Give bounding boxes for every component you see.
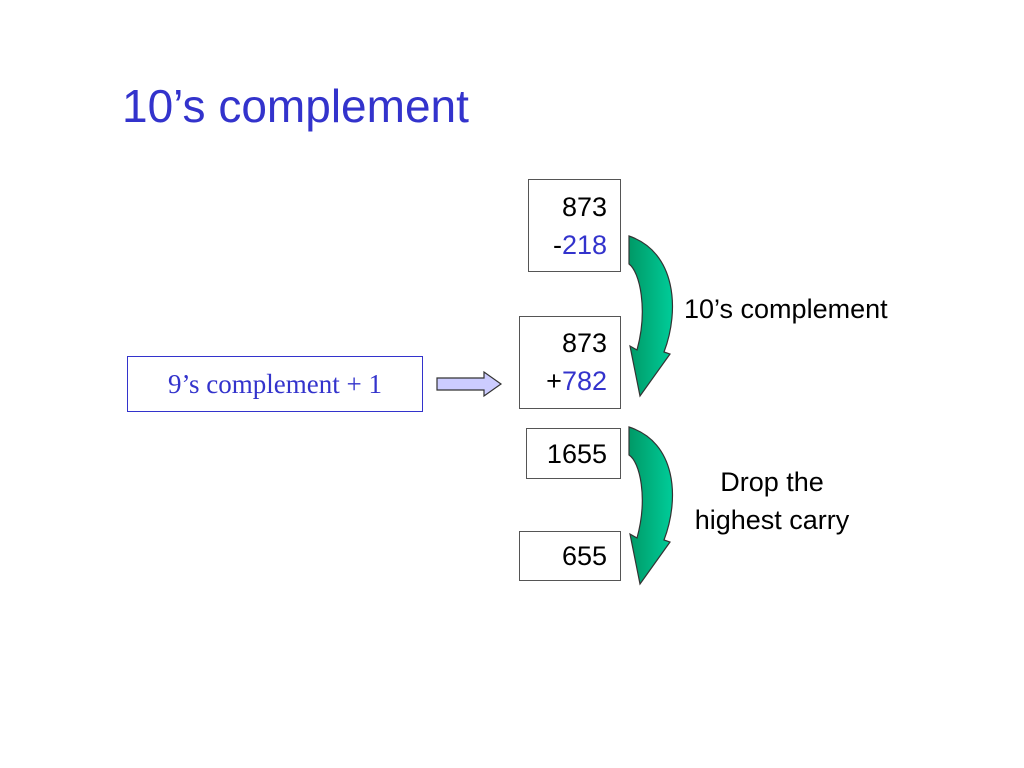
tens-complement-label: 10’s complement bbox=[684, 294, 888, 324]
complement-value: 782 bbox=[561, 366, 607, 396]
sum-value: 1655 bbox=[546, 439, 607, 469]
right-block-arrow-icon bbox=[436, 370, 503, 398]
subtrahend: 218 bbox=[561, 230, 607, 260]
sum-box: 1655 bbox=[526, 428, 621, 479]
addition-box: 873 +782 bbox=[519, 316, 621, 409]
result-value: 655 bbox=[561, 541, 607, 571]
minuend: 873 bbox=[561, 192, 607, 222]
curved-arrow-icon bbox=[628, 235, 674, 398]
drop-carry-label: Drop the highest carry bbox=[674, 463, 870, 539]
subtrahend-line: -218 bbox=[529, 226, 607, 264]
curved-arrow-icon bbox=[628, 426, 674, 586]
minus-sign: - bbox=[552, 230, 562, 260]
augend: 873 bbox=[561, 328, 607, 358]
result-box: 655 bbox=[519, 531, 621, 581]
complement-line: +782 bbox=[520, 362, 607, 400]
slide-title: 10’s complement bbox=[122, 80, 469, 132]
drop-carry-line-1: Drop the bbox=[720, 467, 824, 497]
plus-sign: + bbox=[546, 366, 562, 396]
subtraction-box: 873 -218 bbox=[528, 179, 621, 272]
nines-complement-box: 9’s complement + 1 bbox=[127, 356, 423, 412]
drop-carry-line-2: highest carry bbox=[694, 505, 850, 535]
